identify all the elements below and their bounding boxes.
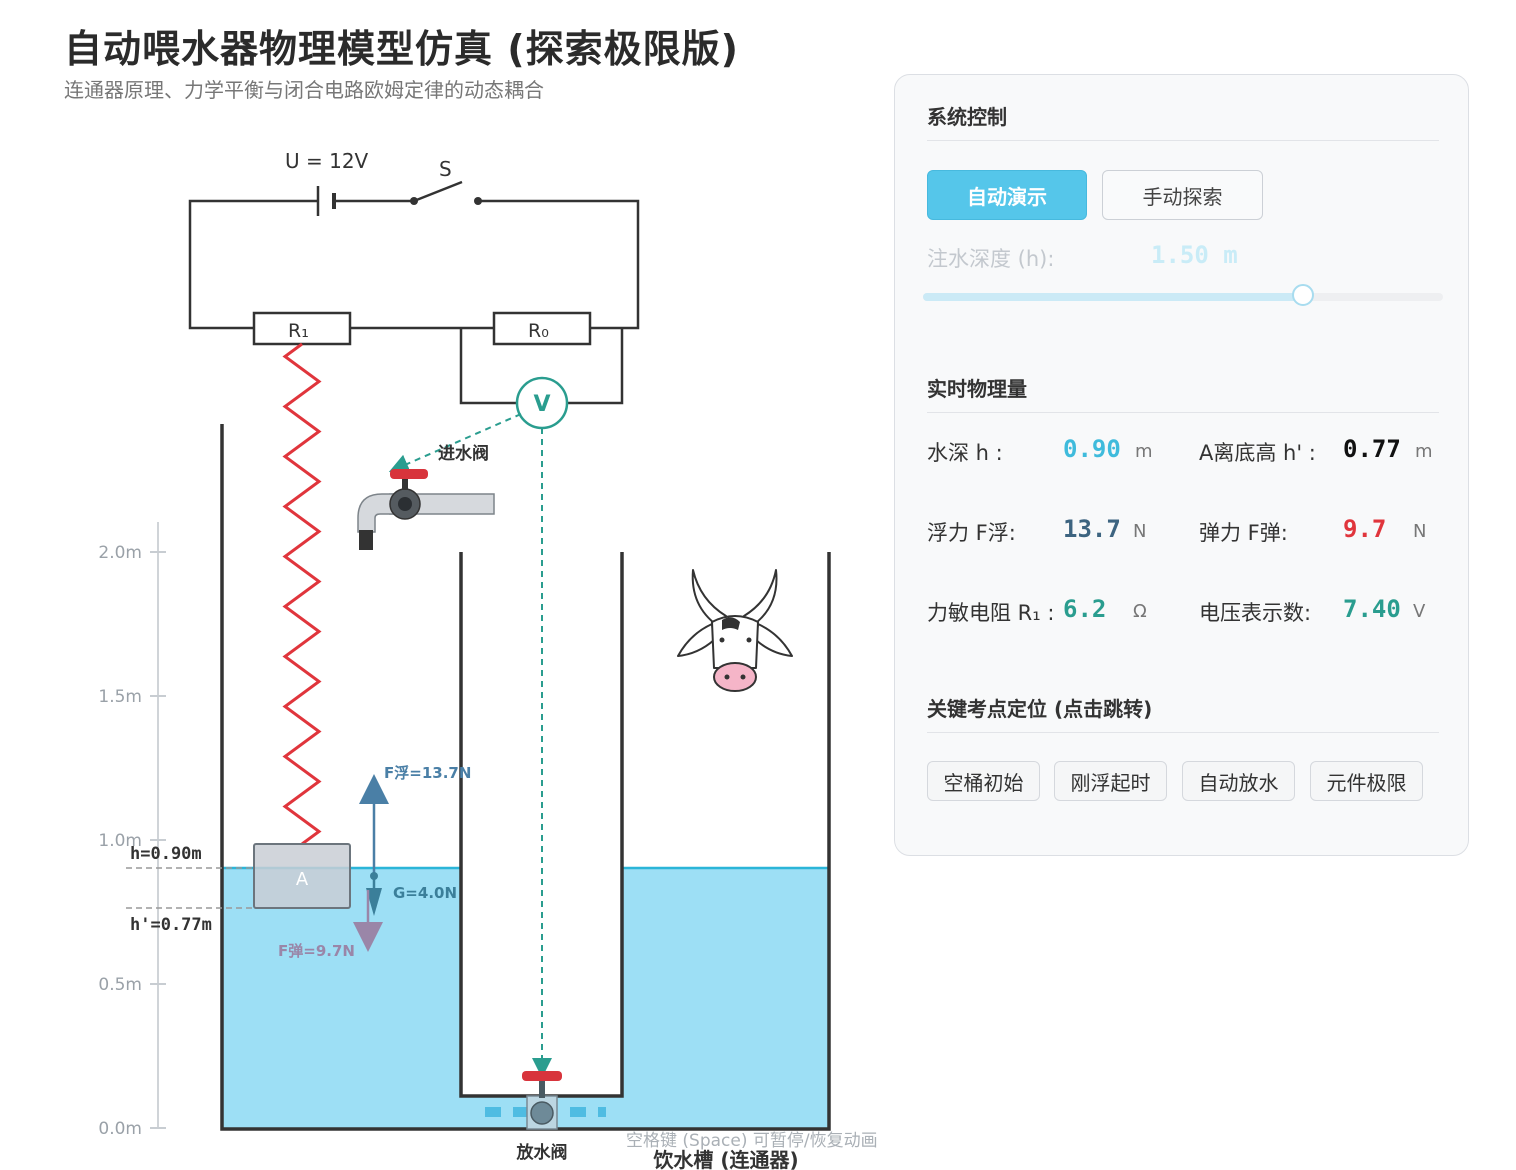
water-depth-label: 水深 h :	[927, 441, 1003, 465]
manual-explore-button[interactable]: 手动探索	[1102, 170, 1263, 220]
keypoints-title: 关键考点定位 (点击跳转)	[927, 693, 1439, 733]
force-gravity-label: G=4.0N	[393, 884, 457, 902]
inlet-valve-label: 进水阀	[438, 443, 489, 464]
chip-component-limit[interactable]: 元件极限	[1310, 761, 1423, 801]
axis-tick-label: 1.0m	[98, 831, 142, 851]
voltmeter-label: V	[533, 392, 550, 417]
resistor-unit: Ω	[1133, 601, 1147, 622]
inlet-faucet-icon[interactable]	[357, 469, 495, 550]
voltage-label: U = 12V	[285, 149, 369, 173]
water-depth-value: 0.90	[1063, 435, 1121, 463]
resistor-r0	[492, 311, 592, 346]
wire-volt-right	[567, 328, 624, 405]
force-spring-label: F弹=9.7N	[278, 942, 355, 960]
system-control-title: 系统控制	[927, 101, 1439, 141]
circuit	[188, 199, 640, 405]
water-container	[222, 868, 461, 1128]
spring	[282, 342, 322, 846]
chip-just-floating[interactable]: 刚浮起时	[1054, 761, 1167, 801]
drain-valve-icon[interactable]	[522, 1071, 562, 1130]
realtime-title: 实时物理量	[927, 373, 1439, 413]
trough-label: 饮水槽 (连通器)	[652, 1148, 798, 1170]
drain-valve-label: 放水阀	[516, 1142, 568, 1163]
page-title: 自动喂水器物理模型仿真 (探索极限版)	[64, 27, 739, 71]
drain-flow	[485, 1107, 606, 1117]
depth-slider-fill	[923, 293, 1303, 301]
resistor-r1	[252, 311, 352, 346]
voltage-reading-label: 电压表示数:	[1199, 601, 1312, 625]
wire-right	[478, 199, 640, 330]
page-subtitle: 连通器原理、力学平衡与闭合电路欧姆定律的动态耦合	[64, 78, 544, 102]
cow-icon	[677, 569, 793, 692]
voltage-reading-value: 7.40	[1343, 595, 1401, 623]
buoyancy-unit: N	[1133, 521, 1147, 542]
a-height-unit: m	[1415, 441, 1433, 462]
depth-label: 注水深度 (h):	[927, 247, 1055, 271]
keyboard-hint: 空格键 (Space) 可暂停/恢复动画	[626, 1131, 878, 1151]
auto-demo-button[interactable]: 自动演示	[927, 170, 1087, 220]
axis-tick-label: 0.0m	[98, 1119, 142, 1139]
chip-auto-drain[interactable]: 自动放水	[1182, 761, 1295, 801]
float-block-a	[253, 843, 351, 909]
battery-icon	[316, 186, 336, 216]
water-trough	[622, 868, 829, 1128]
switch-label: S	[439, 157, 452, 181]
axis-tick-label: 1.5m	[98, 687, 142, 707]
spring-force-value: 9.7	[1343, 515, 1387, 543]
r0-label: R₀	[528, 320, 549, 342]
a-height-value: 0.77	[1343, 435, 1401, 463]
float-label: A	[296, 869, 309, 890]
simulation-diagram: U = 12V S R₁ R₀ V 2.0m 1.5m 1.0m 0.5m 0.0m	[98, 149, 831, 1170]
water-depth-unit: m	[1135, 441, 1153, 462]
voltage-reading-unit: V	[1413, 601, 1426, 622]
force-gravity-arrow	[366, 872, 382, 916]
a-height-label: A离底高 h' :	[1199, 441, 1316, 465]
axis-tick-label: 0.5m	[98, 975, 142, 995]
control-panel: 系统控制 自动演示 手动探索 注水深度 (h): 1.50 m 实时物理量 水深…	[894, 74, 1469, 856]
height-axis: 2.0m 1.5m 1.0m 0.5m 0.0m	[98, 522, 166, 1139]
spring-force-unit: N	[1413, 521, 1427, 542]
axis-tick-label: 2.0m	[98, 543, 142, 563]
depth-slider[interactable]	[923, 284, 1443, 306]
switch-icon[interactable]	[410, 180, 482, 205]
resistor-value: 6.2	[1063, 595, 1107, 623]
buoyancy-value: 13.7	[1063, 515, 1121, 543]
marker-h-prime: h'=0.77m	[130, 915, 212, 935]
depth-value: 1.50 m	[1151, 241, 1238, 269]
force-spring-arrow	[353, 890, 383, 952]
resistor-label: 力敏电阻 R₁ :	[927, 601, 1055, 625]
marker-h: h=0.90m	[130, 844, 202, 864]
force-buoyancy-label: F浮=13.7N	[384, 764, 471, 782]
spring-force-label: 弹力 F弹:	[1199, 521, 1288, 545]
depth-slider-thumb[interactable]	[1291, 284, 1314, 306]
force-buoyancy-arrow	[359, 774, 389, 876]
signal-line-inlet	[388, 413, 522, 474]
chip-empty-initial[interactable]: 空桶初始	[927, 761, 1040, 801]
wire-volt-left	[459, 328, 517, 405]
wire-left	[188, 199, 317, 330]
buoyancy-label: 浮力 F浮:	[927, 521, 1016, 545]
r1-label: R₁	[288, 320, 309, 342]
